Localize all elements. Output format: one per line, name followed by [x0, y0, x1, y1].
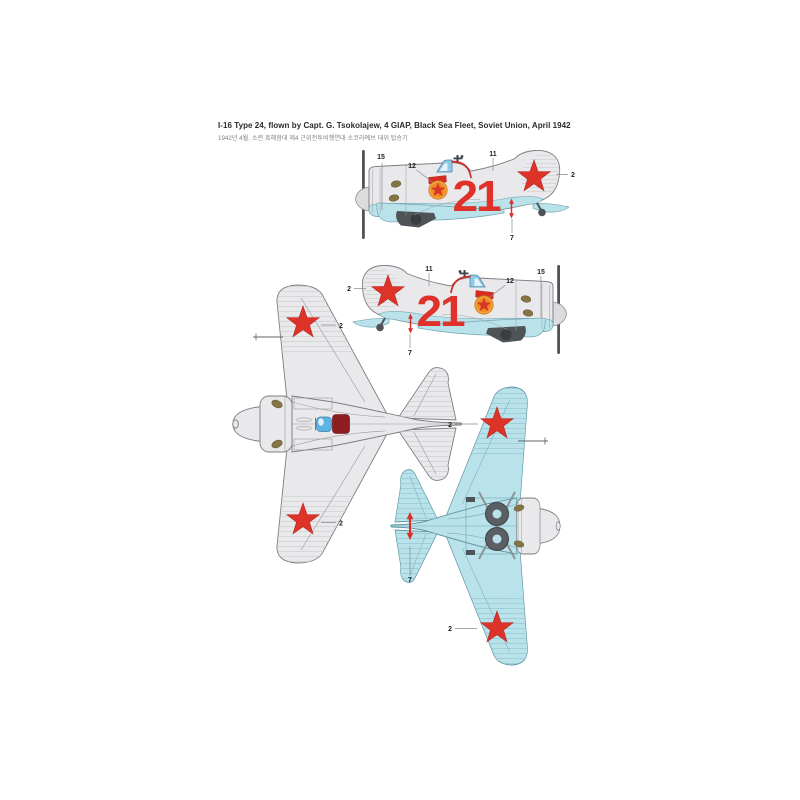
callout-label: 11 — [489, 151, 497, 158]
callout-label: 2 — [448, 422, 452, 429]
pitot-tube — [253, 333, 283, 341]
side-profile-view-1: 21 15 12 11 2 7 — [356, 150, 575, 242]
bottom-view: 2 2 7 — [390, 386, 561, 666]
callout-label: 2 — [339, 323, 343, 330]
callout-label: 7 — [408, 577, 412, 584]
tactical-number: 21 — [417, 287, 466, 336]
callout-label: 11 — [425, 266, 433, 273]
callout-label: 12 — [408, 163, 416, 170]
tactical-number: 21 — [453, 172, 502, 221]
callout-label: 7 — [408, 350, 412, 357]
exhaust-stubs — [513, 504, 525, 548]
profile-subtitle-korean: 1942년 4월, 소련 흑해함대 제4 근위전투비행연대 소코라예브 대위 탑… — [218, 135, 408, 142]
callout-label: 2 — [448, 626, 452, 633]
top-view: 2 2 — [232, 284, 463, 564]
profile-title: I-16 Type 24, flown by Capt. G. Tsokolaj… — [218, 121, 571, 130]
callout-label: 2 — [339, 521, 343, 528]
main-wheels — [485, 502, 509, 551]
callout-label: 15 — [377, 154, 385, 161]
header: I-16 Type 24, flown by Capt. G. Tsokolaj… — [218, 121, 571, 142]
callout-label: 12 — [506, 278, 514, 285]
callout-label: 7 — [510, 235, 514, 242]
side-profile-view-2: 21 2 11 12 15 7 — [347, 265, 566, 357]
callout-label: 2 — [347, 286, 351, 293]
pitot-tube — [518, 437, 548, 445]
exhaust-stubs — [271, 399, 283, 449]
headrest-fairing — [332, 414, 350, 434]
callout-label: 2 — [571, 172, 575, 179]
callout-label: 15 — [537, 269, 545, 276]
